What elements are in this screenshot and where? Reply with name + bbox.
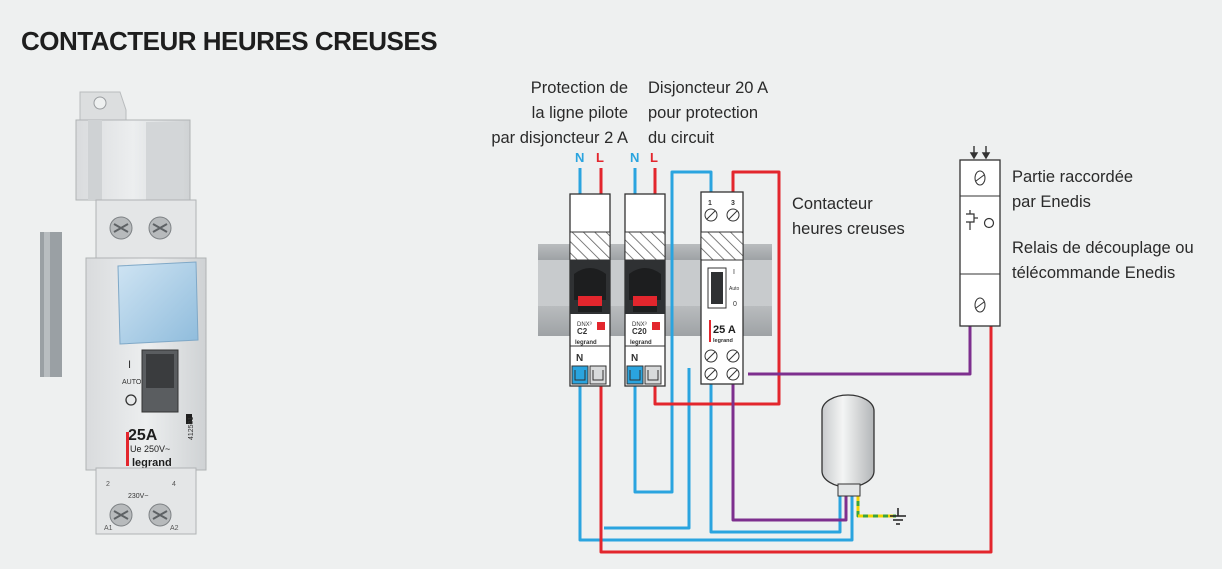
n-label-b1: N xyxy=(576,353,583,364)
screw-terminal-relay-bottom xyxy=(974,297,986,313)
wire-output-heater xyxy=(731,384,848,522)
enedis-relay xyxy=(959,146,1001,327)
label-contacteur: Contacteur heures creuses xyxy=(792,195,905,238)
term-1-schematic: 1 xyxy=(708,200,712,207)
pos-auto-schematic: Auto xyxy=(729,286,740,292)
relay-symbol-icon xyxy=(966,210,995,230)
din-rail-photo xyxy=(40,232,62,377)
screw-terminal-a1 xyxy=(109,503,133,527)
svg-text:DNX³: DNX³ xyxy=(632,322,647,328)
toggle-lever xyxy=(146,354,174,388)
term-a2-photo: A2 xyxy=(170,525,179,532)
label-protection-pilote: Protection de la ligne pilote par disjon… xyxy=(491,79,628,147)
n-label-b2: N xyxy=(631,353,638,364)
term-2-photo: 2 xyxy=(106,481,110,488)
brand-b2: legrand xyxy=(630,340,652,346)
ref-photo: 412501 xyxy=(188,417,195,440)
term-a1-photo: A1 xyxy=(104,525,113,532)
screw-terminal-bot-right xyxy=(726,367,740,381)
toggle-lever-b2 xyxy=(633,296,657,306)
pos-off-icon xyxy=(125,394,137,406)
curve-b1: C2 xyxy=(577,327,588,336)
label-disjoncteur-20a: Disjoncteur 20 A pour protection du circ… xyxy=(648,79,769,147)
toggle-lever-contactor xyxy=(711,272,723,304)
screw-terminal-relay-top xyxy=(974,170,986,186)
screw-terminal-top-right xyxy=(726,208,740,222)
brand-photo: legrand xyxy=(132,457,172,469)
wire-l-b2-to-contactor xyxy=(653,170,781,406)
screw-terminal-top-left xyxy=(704,208,718,222)
wire-earth-stripe xyxy=(856,496,896,518)
wire-pilot-to-relay xyxy=(748,325,972,376)
barcode-mark xyxy=(186,414,192,424)
pos-on-photo: I xyxy=(128,359,131,371)
pos-off-schematic: 0 xyxy=(733,301,737,308)
coil-voltage-photo: 230V~ xyxy=(128,493,148,500)
screw-terminal-3 xyxy=(148,216,172,240)
contactor-schematic: 1 3 I Auto 0 25 A legrand xyxy=(700,191,744,385)
pos-on-schematic: I xyxy=(733,269,735,276)
term-4-photo: 4 xyxy=(172,481,176,488)
contactor-product-photo: 1 3 I AUTO 25A Ue 250V~ legrand 412501 2 xyxy=(40,91,207,535)
wire-n-contactor-heater xyxy=(709,384,842,534)
toggle-lever-b1 xyxy=(578,296,602,306)
label-partie-raccordee: Partie raccordée par Enedis xyxy=(1012,168,1134,211)
page-title: CONTACTEUR HEURES CREUSES xyxy=(21,26,438,56)
svg-text:DNX³: DNX³ xyxy=(577,322,592,328)
screw-terminal-bot-left xyxy=(704,367,718,381)
screw-terminal-mid-left xyxy=(704,349,718,363)
term-3-schematic: 3 xyxy=(731,200,735,207)
screw-terminal-mid-right xyxy=(726,349,740,363)
breaker-2a: DNX³ C2 legrand N xyxy=(569,193,611,387)
wire-n-to-heater xyxy=(578,386,854,542)
wire-l-pilot-to-relay xyxy=(599,325,993,554)
wire-earth xyxy=(856,496,896,518)
breaker-20a: DNX³ C20 legrand N xyxy=(624,193,666,387)
n-letter-b2: N xyxy=(630,150,639,165)
wire-blue-aux xyxy=(604,368,691,530)
wire-n-b2-route xyxy=(633,170,713,494)
voltage-photo: Ue 250V~ xyxy=(130,444,170,454)
curve-b2: C20 xyxy=(632,327,647,336)
wires xyxy=(578,168,993,554)
earth-icon xyxy=(890,508,906,525)
brand-b1: legrand xyxy=(575,340,597,346)
screw-terminal-1 xyxy=(109,216,133,240)
l-letter-b1: L xyxy=(596,150,604,165)
pos-auto-photo: AUTO xyxy=(122,379,142,386)
screw-terminal-a2 xyxy=(148,503,172,527)
transparent-label-cover xyxy=(117,261,199,345)
l-letter-b2: L xyxy=(650,150,658,165)
water-heater xyxy=(821,394,875,497)
n-letter-b1: N xyxy=(575,150,584,165)
brand-schematic: legrand xyxy=(713,338,733,344)
download-arrows-icon xyxy=(969,146,991,160)
rating-schematic: 25 A xyxy=(713,324,736,336)
rating-photo: 25A xyxy=(128,427,158,444)
label-relais: Relais de découplage ou télécommande Ene… xyxy=(1012,239,1194,282)
